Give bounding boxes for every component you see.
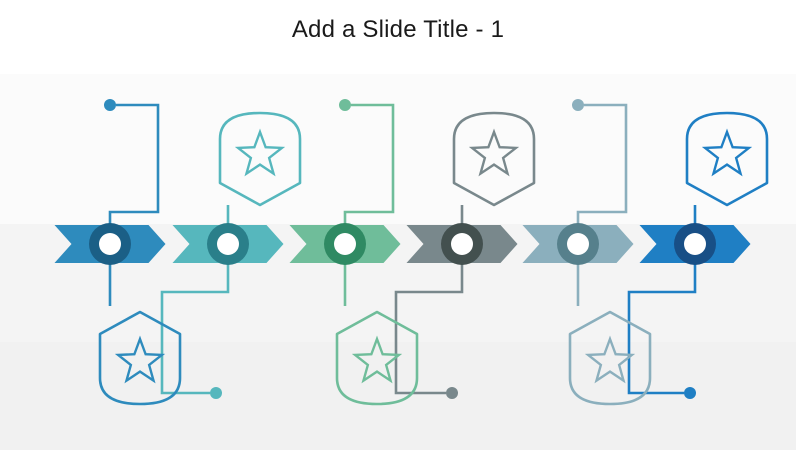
step-badge-6[interactable] bbox=[685, 111, 769, 207]
step-badge-2[interactable] bbox=[218, 111, 302, 207]
step-connector-1 bbox=[104, 99, 160, 306]
dot-lead-1 bbox=[108, 103, 160, 225]
background-band-upper bbox=[0, 74, 796, 224]
badge-shield-2 bbox=[218, 111, 302, 207]
step-badge-1[interactable] bbox=[98, 310, 182, 406]
page-title[interactable]: Add a Slide Title - 1 bbox=[291, 16, 505, 43]
step-connector-6 bbox=[627, 205, 697, 399]
step-marker-2[interactable] bbox=[207, 223, 249, 265]
marker-core-5 bbox=[567, 233, 589, 255]
marker-core-1 bbox=[99, 233, 121, 255]
star-icon bbox=[351, 335, 403, 384]
marker-core-3 bbox=[334, 233, 356, 255]
step-marker-5[interactable] bbox=[557, 223, 599, 265]
badge-shield-4 bbox=[452, 111, 536, 207]
end-dot-3 bbox=[339, 99, 351, 111]
end-dot-2 bbox=[210, 387, 222, 399]
star-icon bbox=[114, 335, 166, 384]
badge-shield-1 bbox=[98, 310, 182, 406]
step-marker-1[interactable] bbox=[89, 223, 131, 265]
dot-lead-2 bbox=[160, 263, 230, 395]
step-connector-5 bbox=[572, 99, 628, 306]
end-dot-6 bbox=[684, 387, 696, 399]
dot-lead-5 bbox=[576, 103, 628, 225]
end-dot-5 bbox=[572, 99, 584, 111]
background-band-lower bbox=[0, 342, 796, 450]
badge-shield-6 bbox=[685, 111, 769, 207]
marker-core-6 bbox=[684, 233, 706, 255]
step-badge-3[interactable] bbox=[335, 310, 419, 406]
marker-core-4 bbox=[451, 233, 473, 255]
dot-lead-3 bbox=[343, 103, 395, 225]
dot-lead-6 bbox=[627, 263, 697, 395]
step-marker-3[interactable] bbox=[324, 223, 366, 265]
step-connector-2 bbox=[160, 205, 230, 399]
star-icon bbox=[234, 128, 286, 177]
step-badge-5[interactable] bbox=[568, 310, 652, 406]
step-marker-4[interactable] bbox=[441, 223, 483, 265]
badge-shield-3 bbox=[335, 310, 419, 406]
star-icon bbox=[468, 128, 520, 177]
badge-shield-5 bbox=[568, 310, 652, 406]
step-badge-4[interactable] bbox=[452, 111, 536, 207]
star-icon bbox=[584, 335, 636, 384]
end-dot-4 bbox=[446, 387, 458, 399]
star-icon bbox=[701, 128, 753, 177]
step-connector-3 bbox=[339, 99, 395, 306]
step-marker-6[interactable] bbox=[674, 223, 716, 265]
marker-core-2 bbox=[217, 233, 239, 255]
end-dot-1 bbox=[104, 99, 116, 111]
